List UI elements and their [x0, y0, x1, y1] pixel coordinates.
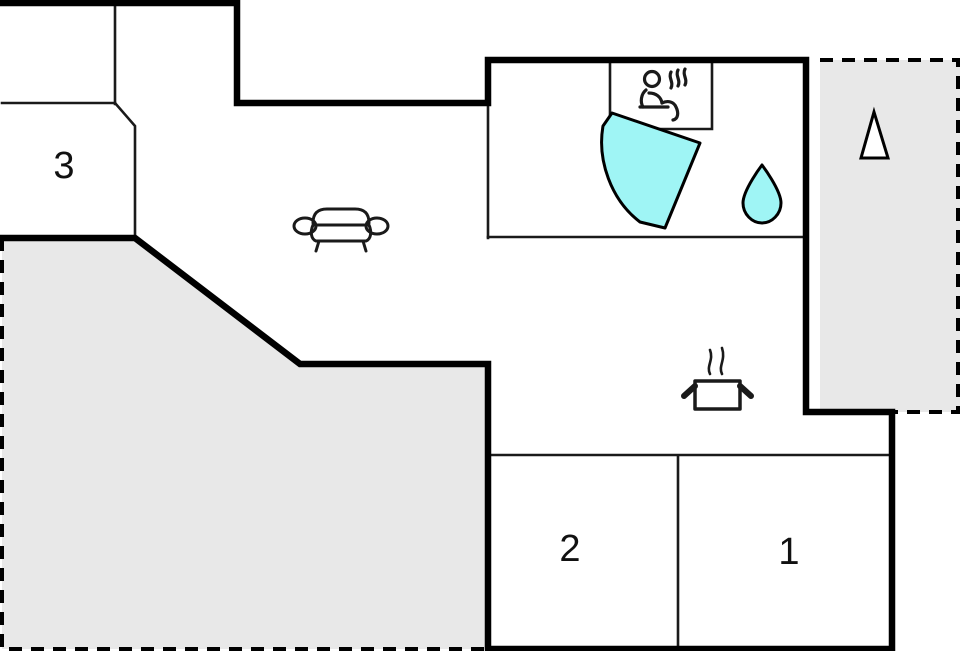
water-drop-icon [741, 163, 783, 225]
room-label-1: 1 [778, 531, 799, 573]
outer-wall-outline [0, 0, 896, 651]
sauna-steam-3-icon [682, 67, 688, 87]
pot-body-icon [693, 379, 742, 411]
sofa-icon [292, 207, 390, 253]
terrace-areas [2, 60, 960, 649]
terrace-left-dash [0, 238, 488, 651]
pot-steam-2-icon [719, 346, 725, 376]
sauna-person-icon [638, 67, 688, 122]
cooking-pot-icon [681, 346, 754, 411]
exterior-walls [0, 0, 896, 651]
terrace-left-area [2, 238, 488, 649]
room-labels: 3 2 1 [53, 145, 799, 573]
pot-steam-1-icon [707, 348, 713, 376]
pot-handle-right-icon [737, 383, 754, 399]
wall-room3-right [113, 101, 137, 240]
sauna-steam-1-icon [668, 70, 674, 90]
sofa-leg-left-icon [314, 239, 321, 253]
water-features [600, 111, 783, 230]
terrace-right-area [820, 60, 960, 412]
sauna-steam-2-icon [675, 68, 681, 88]
room-label-2: 2 [559, 528, 580, 570]
room-label-3: 3 [53, 145, 74, 187]
tree-triangle-icon [859, 106, 891, 160]
pot-handle-left-icon [681, 383, 698, 399]
sauna-head-icon [642, 69, 662, 89]
pool-wedge-icon [600, 111, 702, 230]
tree-triangle-shape-icon [859, 106, 891, 160]
sofa-arm-right-icon [364, 216, 390, 236]
sofa-backrest-icon [311, 207, 371, 225]
sofa-leg-right-icon [361, 239, 368, 253]
sofa-arm-left-icon [292, 216, 318, 236]
sauna-legs-icon [660, 100, 680, 122]
